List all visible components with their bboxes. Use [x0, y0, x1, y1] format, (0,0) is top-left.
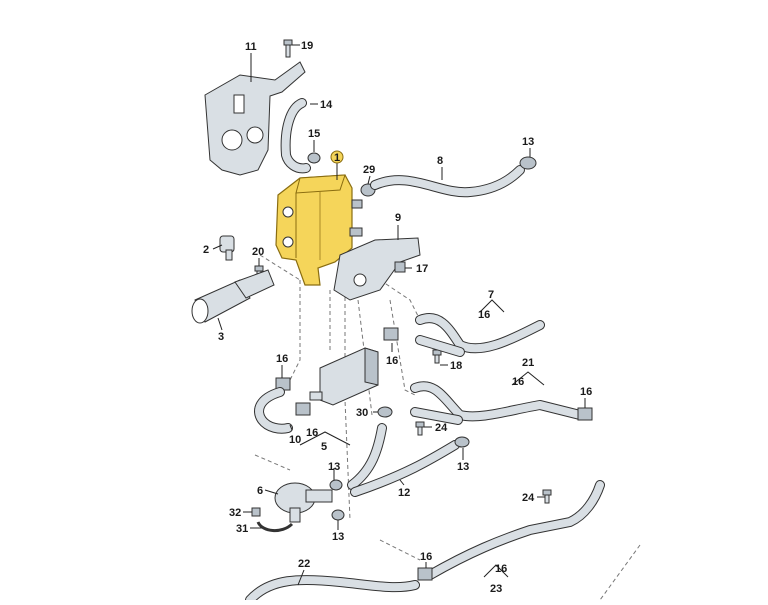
label-16c: 16: [306, 427, 318, 439]
label-2: 2: [203, 244, 209, 256]
label-16i: 16: [495, 563, 507, 575]
connector-part-2: [219, 235, 235, 261]
label-5: 5: [321, 441, 327, 453]
pump-part-6: [274, 482, 333, 523]
exhaust-pipe-part-3: [191, 269, 275, 324]
label-16d: 16: [512, 376, 524, 388]
clamp-part-13a: [519, 156, 537, 170]
highlight-marker: [330, 150, 344, 164]
label-31: 31: [236, 523, 248, 535]
label-13c: 13: [328, 461, 340, 473]
auxiliary-heater-part-1: [275, 174, 363, 286]
label-16g: 16: [478, 309, 490, 321]
label-6: 6: [257, 485, 263, 497]
part-labels: 11 19 14 15 13 8 29 1 9 2 20 17 3 7 16 1…: [203, 40, 592, 595]
hose-assembly-part-7: [415, 313, 545, 357]
label-21: 21: [522, 357, 534, 369]
bolt-part-19: [283, 39, 293, 58]
label-11: 11: [245, 41, 257, 53]
label-8: 8: [437, 155, 443, 167]
label-10: 10: [289, 434, 301, 446]
strap-part-31: [256, 521, 294, 532]
muffler-part-5: [309, 347, 379, 406]
label-30: 30: [356, 407, 368, 419]
hose-part-14: [280, 98, 311, 174]
label-13d: 13: [332, 531, 344, 543]
label-17: 17: [416, 263, 428, 275]
label-32: 32: [229, 507, 241, 519]
label-24a: 24: [435, 422, 448, 434]
bracket-part-11: [204, 61, 306, 176]
clamp-part-13c: [329, 479, 343, 491]
clamp-part-30: [377, 406, 393, 418]
label-9: 9: [395, 212, 401, 224]
label-24b: 24: [522, 492, 535, 504]
label-19: 19: [301, 40, 313, 52]
clamp-part-16a: [383, 327, 399, 341]
pipe-part-23: [425, 480, 605, 580]
clamp-part-16e: [577, 407, 593, 421]
pipe-part-10: [254, 387, 293, 434]
label-16f: 16: [420, 551, 432, 563]
label-23: 23: [490, 583, 502, 595]
screw-part-32: [251, 507, 261, 517]
screw-part-24a: [415, 421, 425, 436]
nut-part-17: [394, 261, 406, 273]
clamp-part-16c: [295, 402, 311, 416]
leader-lines: [212, 44, 586, 586]
label-13a: 13: [522, 136, 534, 148]
label-1: 1: [334, 152, 340, 164]
label-20: 20: [252, 246, 264, 258]
label-13b: 13: [457, 461, 469, 473]
label-12: 12: [398, 487, 410, 499]
clamp-part-13b: [454, 436, 470, 448]
label-16a: 16: [386, 355, 398, 367]
label-29: 29: [363, 164, 375, 176]
hose-part-8: [370, 165, 525, 198]
screw-part-24b: [542, 489, 552, 504]
label-22: 22: [298, 558, 310, 570]
screw-part-18: [432, 349, 442, 364]
label-15: 15: [308, 128, 320, 140]
label-16e: 16: [580, 386, 592, 398]
label-7: 7: [488, 289, 494, 301]
label-14: 14: [320, 99, 333, 111]
clamp-part-13d: [331, 509, 345, 521]
label-16b: 16: [276, 353, 288, 365]
hose-part-12: [347, 423, 460, 497]
clamp-part-15: [307, 152, 321, 164]
hose-assembly-part-21: [410, 381, 585, 425]
pipe-part-22: [245, 574, 420, 605]
clamp-part-16h: [417, 567, 433, 581]
label-18: 18: [450, 360, 462, 372]
label-3: 3: [218, 331, 224, 343]
